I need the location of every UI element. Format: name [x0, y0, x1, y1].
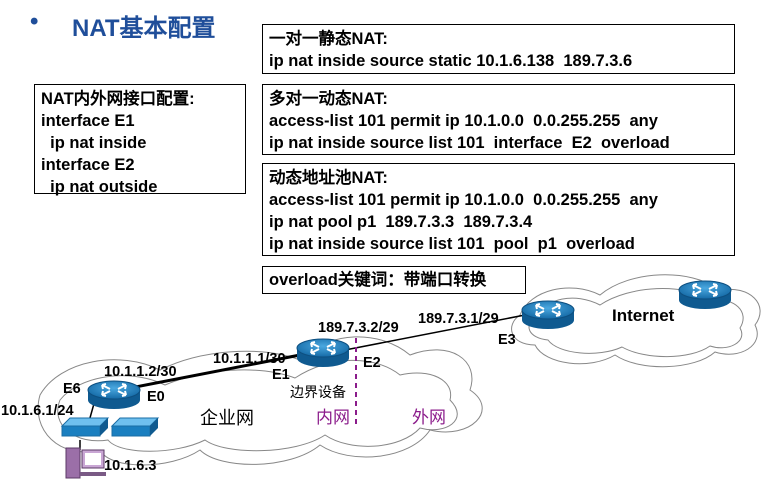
box-line: access-list 101 permit ip 10.1.0.0 0.0.2…: [269, 191, 658, 209]
e2-ip-label: 189.7.3.2/29: [318, 320, 399, 336]
box-line: overload关键词：带端口转换: [269, 271, 487, 289]
e1-label: E1: [272, 367, 290, 383]
e6-ip-label: 10.1.6.1/24: [1, 403, 74, 419]
box-line: interface E1: [41, 112, 135, 130]
box-line: 动态地址池NAT:: [269, 169, 388, 187]
box-line: NAT内外网接口配置:: [41, 90, 195, 108]
link-e2-e3: [344, 314, 526, 351]
e2-label: E2: [363, 355, 381, 371]
link-e0-e1: [119, 353, 301, 392]
box-line: 一对一静态NAT:: [269, 30, 388, 48]
overload-note-box: overload关键词：带端口转换: [262, 266, 526, 294]
enterprise-net-label: 企业网: [200, 408, 254, 428]
outer-net-label: 外网: [412, 408, 446, 427]
border-device-label: 边界设备: [290, 384, 346, 400]
box-line: ip nat inside: [41, 134, 147, 152]
interface-config-box: NAT内外网接口配置: interface E1 ip nat inside i…: [34, 84, 246, 196]
box-line: access-list 101 permit ip 10.1.0.0 0.0.2…: [269, 112, 658, 130]
e3-label: E3: [498, 332, 516, 348]
host-ip-label: 10.1.6.3: [104, 458, 157, 474]
isp-ip-label: 189.7.3.1/29: [418, 311, 499, 327]
e0-label: E0: [147, 389, 165, 405]
dynamic-nat-box: 多对一动态NAT: access-list 101 permit ip 10.1…: [262, 84, 735, 155]
box-line: ip nat pool p1 189.7.3.3 189.7.3.4: [269, 213, 533, 231]
border-router-icon: [296, 338, 350, 368]
host-pc-icon: [65, 447, 106, 479]
page-title: NAT基本配置: [72, 15, 216, 42]
title-bullet: •: [30, 8, 39, 35]
internet-label: Internet: [612, 306, 675, 325]
internet-cloud: [511, 274, 761, 368]
inner-net-label: 内网: [316, 408, 350, 427]
switch-icon-1: [60, 417, 110, 437]
switch-icon-2: [110, 417, 160, 437]
box-line: ip nat inside source static 10.1.6.138 1…: [269, 52, 633, 70]
box-line: ip nat inside source list 101 pool p1 ov…: [269, 235, 635, 253]
e6-label: E6: [63, 381, 81, 397]
internet-router-icon: [678, 280, 732, 310]
box-line: ip nat outside: [41, 178, 158, 196]
pool-nat-box: 动态地址池NAT: access-list 101 permit ip 10.1…: [262, 163, 735, 256]
e0-ip-label: 10.1.1.2/30: [104, 364, 177, 380]
box-line: interface E2: [41, 156, 135, 174]
isp-router-icon: [521, 300, 575, 330]
box-line: 多对一动态NAT:: [269, 90, 388, 108]
e1-ip-label: 10.1.1.1/30: [213, 351, 286, 367]
enterprise-router-icon: [87, 380, 141, 410]
box-line: ip nat inside source list 101 interface …: [269, 134, 670, 152]
static-nat-box: 一对一静态NAT: ip nat inside source static 10…: [262, 24, 735, 74]
